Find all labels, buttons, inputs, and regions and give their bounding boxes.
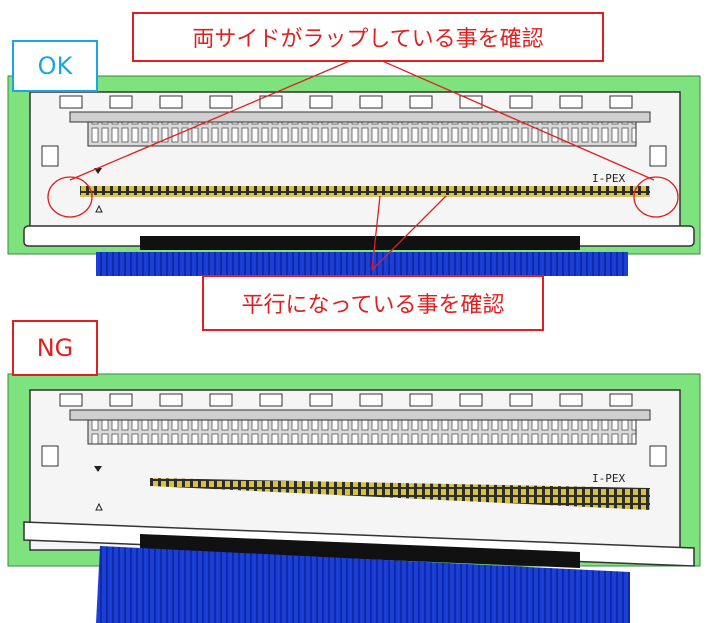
ng-badge: NG [12,320,98,376]
ipex-label-ng: I-PEX [592,472,625,485]
ipex-label-ok: I-PEX [592,172,625,185]
callout-overlap-text: 両サイドがラップしている事を確認 [192,27,544,52]
callout-parallel-check: 平行になっている事を確認 [202,275,544,331]
callout-parallel-text: 平行になっている事を確認 [241,293,505,318]
ng-badge-text: NG [36,334,74,362]
callout-lines [47,59,679,271]
callout-overlap-check: 両サイドがラップしている事を確認 [132,12,604,62]
ok-connector [7,75,701,276]
ok-badge-text: OK [37,52,73,80]
ok-badge: OK [12,40,98,92]
ng-connector [7,373,701,623]
